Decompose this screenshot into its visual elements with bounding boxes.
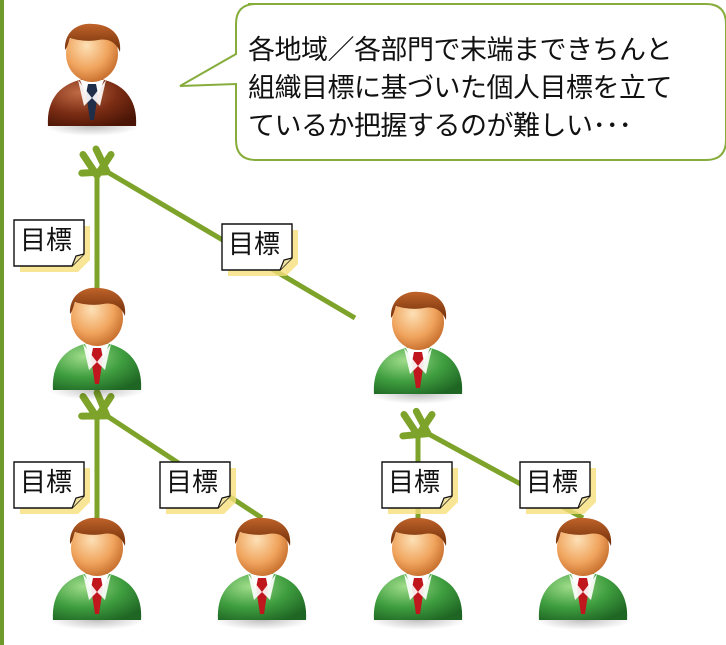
goal-label: 目標 [20, 468, 73, 498]
manager-icon [44, 23, 140, 136]
note-shape-icon [381, 461, 458, 514]
goal-note-bottom-1: 目標 [13, 461, 90, 514]
goal-label: 目標 [228, 230, 281, 260]
goal-label: 目標 [388, 468, 441, 498]
goal-note-bottom-2: 目標 [159, 461, 236, 514]
goal-note-mid-left: 目標 [13, 219, 90, 272]
goal-label: 目標 [526, 468, 579, 498]
staff-icon-bottom-4 [535, 517, 631, 630]
goal-label: 目標 [166, 468, 219, 498]
staff-icon-mid-right [370, 291, 466, 404]
staff-icon-bottom-3 [370, 517, 466, 630]
left-border-line [0, 0, 4, 645]
note-shape-icon [221, 223, 298, 276]
staff-icon-bottom-2 [214, 517, 310, 630]
goal-label: 目標 [20, 226, 73, 256]
speech-bubble [179, 3, 726, 161]
speech-bubble-text: 各地域／各部門で末端まできちんと 組織目標に基づいた個人目標を立て ているか把握… [248, 35, 673, 142]
goal-note-mid-right: 目標 [221, 223, 298, 276]
note-shape-icon [159, 461, 236, 514]
goal-note-bottom-4: 目標 [519, 461, 596, 514]
note-shape-icon [13, 461, 90, 514]
staff-icon-bottom-1 [49, 517, 145, 630]
note-shape-icon [519, 461, 596, 514]
staff-icon-mid-left [49, 287, 145, 400]
goal-note-bottom-3: 目標 [381, 461, 458, 514]
note-shape-icon [13, 219, 90, 272]
